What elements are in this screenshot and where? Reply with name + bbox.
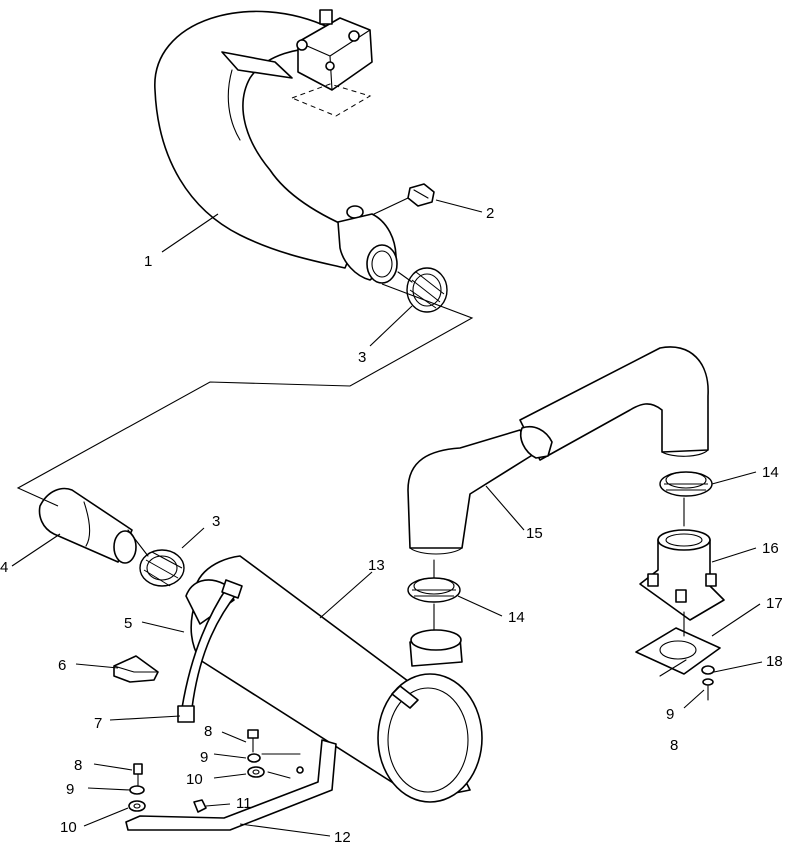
callout-13: 13	[368, 557, 385, 574]
hardware-right	[701, 665, 715, 701]
callouts: 1 2 3 3 4 5 6 7 8 8 8 9 9 9 10 10 11 12 …	[0, 205, 783, 844]
callout-1: 1	[144, 253, 152, 270]
callout-12: 12	[334, 829, 351, 844]
callout-2: 2	[486, 205, 494, 222]
part-1-flange	[290, 9, 373, 117]
callout-16: 16	[762, 540, 779, 557]
callout-10-upper: 10	[186, 771, 203, 788]
hardware-left	[128, 729, 265, 813]
part-14-clamp-right	[659, 471, 713, 497]
part-3-clamp-lower	[139, 549, 185, 587]
callout-10-left: 10	[60, 819, 77, 836]
callout-5: 5	[124, 615, 132, 632]
part-2-fitting	[407, 183, 435, 207]
part-7-strap-end	[177, 705, 195, 723]
part-1-exhaust-pipe	[154, 10, 398, 284]
callout-8-right: 8	[670, 737, 678, 754]
callout-11: 11	[236, 795, 252, 812]
part-12-bracket	[125, 739, 337, 831]
assembly-lines	[127, 197, 687, 779]
callout-9-right: 9	[666, 706, 674, 723]
callout-7: 7	[94, 715, 102, 732]
callout-8-left: 8	[74, 757, 82, 774]
callout-9-upper: 9	[200, 749, 208, 766]
callout-3-lower: 3	[212, 513, 220, 530]
callout-14-center: 14	[508, 609, 525, 626]
part-14-clamp-center	[407, 577, 461, 603]
callout-3-upper: 3	[358, 349, 366, 366]
callout-15: 15	[526, 525, 543, 542]
callout-4: 4	[0, 559, 8, 576]
part-17-gasket	[635, 627, 721, 675]
part-16-outlet	[639, 529, 725, 621]
callout-17: 17	[766, 595, 783, 612]
part-4-coupler	[38, 487, 137, 564]
callout-18: 18	[766, 653, 783, 670]
callout-9-left: 9	[66, 781, 74, 798]
leader-lines	[11, 199, 763, 837]
callout-6: 6	[58, 657, 66, 674]
part-13-muffler	[185, 555, 483, 803]
callout-14-right: 14	[762, 464, 779, 481]
part-3-clamp-upper	[406, 267, 448, 313]
callout-8-upper: 8	[204, 723, 212, 740]
part-6-pad	[113, 655, 159, 683]
assembly-reference-line	[16, 283, 474, 507]
part-15-tailpipe	[407, 346, 709, 555]
